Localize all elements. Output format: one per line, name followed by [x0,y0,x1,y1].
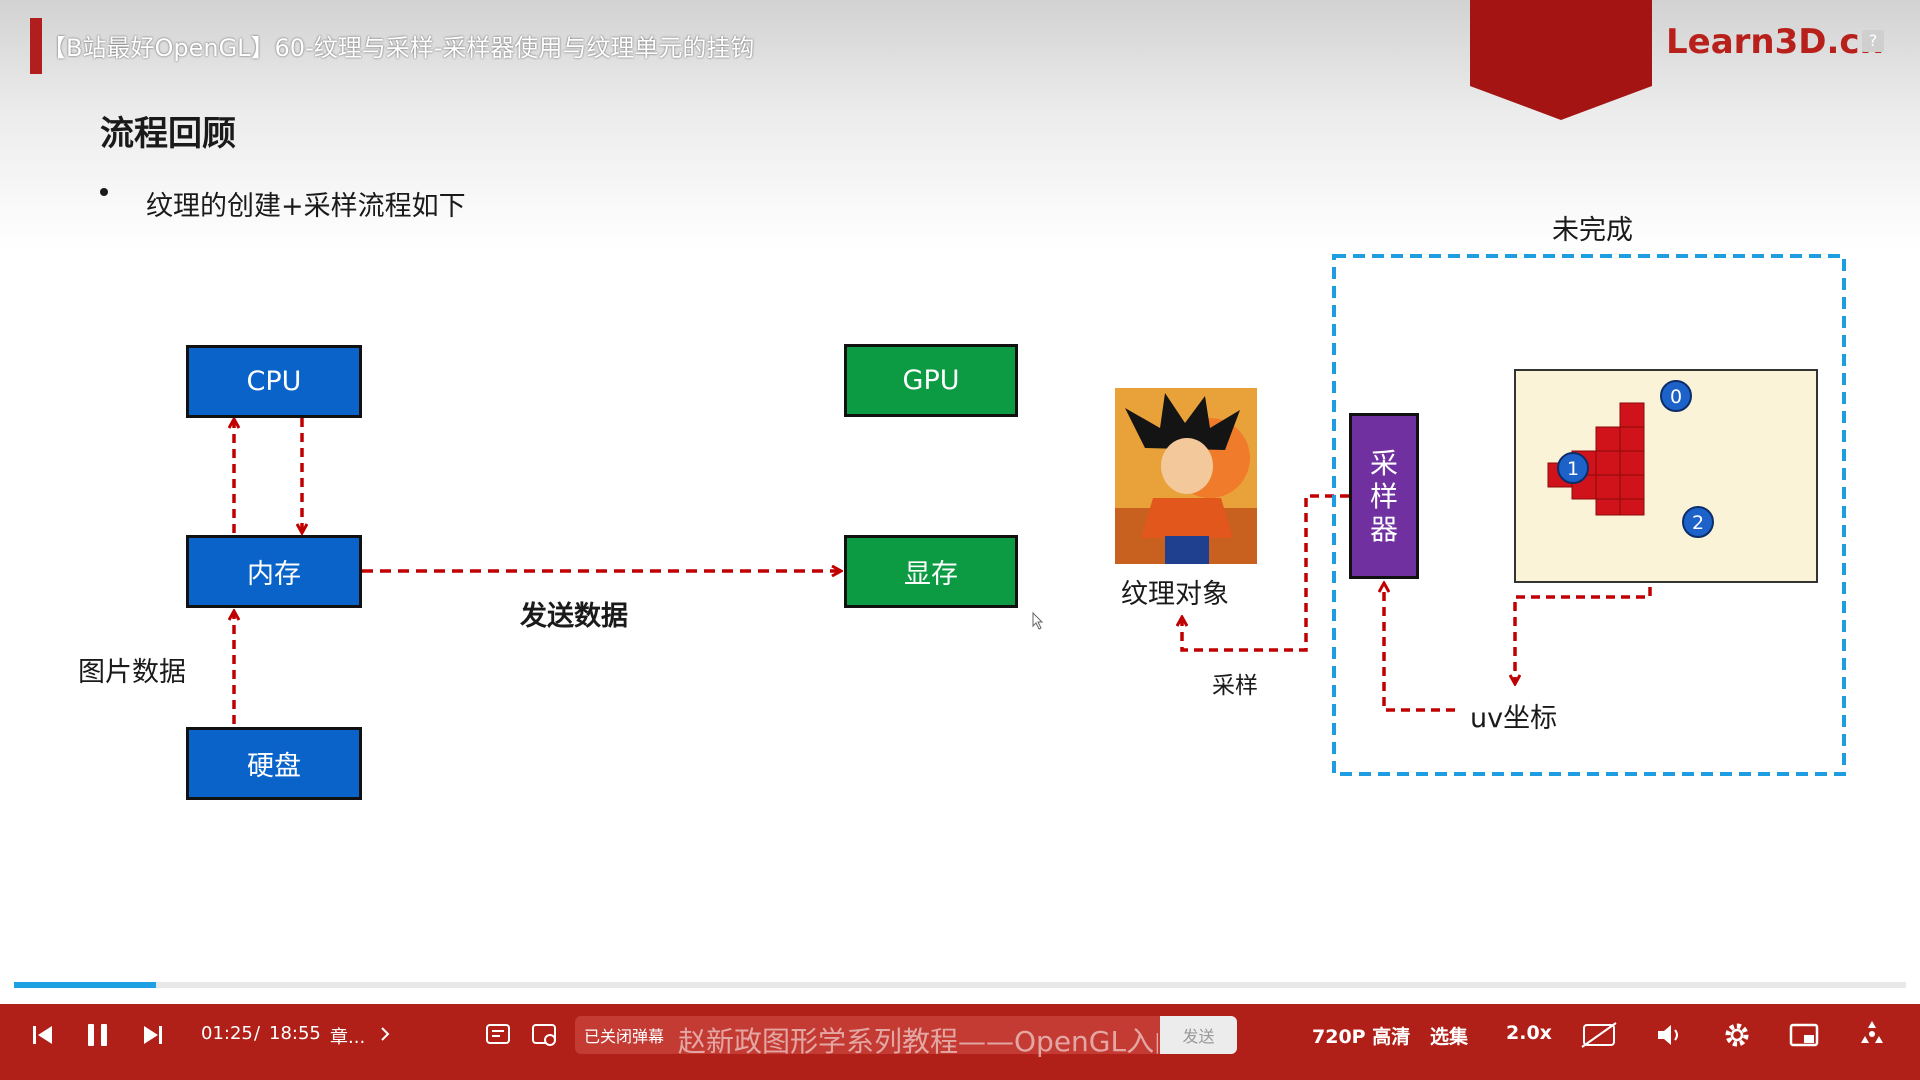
uv-to-sampler-arrow [1384,584,1455,712]
chapter-button[interactable]: 章... [330,1027,366,1048]
title-accent-bar [30,18,42,74]
progress-track[interactable] [14,982,1906,988]
previous-icon[interactable] [30,1022,56,1048]
picture-in-picture-icon[interactable] [1788,1020,1820,1050]
duration: 18:55 [269,1023,321,1044]
subtitle-off-icon[interactable] [1580,1020,1620,1050]
episodes-button[interactable]: 选集 [1430,1026,1469,1048]
image-data-label: 图片数据 [78,657,186,688]
mouse-cursor-icon [1032,612,1044,630]
uv-point-1: 1 [1557,452,1589,484]
pause-icon[interactable] [84,1020,112,1050]
danmaku-toggle-icon[interactable] [484,1020,514,1048]
progress-fill [14,982,156,988]
logo-banner-chevron [1470,86,1652,120]
bullet-dot [100,188,108,196]
vram-box: 显存 [844,535,1018,608]
svg-text:0: 0 [1670,386,1682,408]
help-icon[interactable]: ? [1862,30,1884,52]
logo-banner [1470,0,1652,86]
sample-label: 采样 [1212,673,1258,699]
unfinished-frame [1332,254,1846,776]
unfinished-label: 未完成 [1552,215,1633,246]
uv-coordinate-label: uv坐标 [1470,703,1558,734]
fullscreen-icon[interactable] [1856,1018,1888,1050]
svg-text:1: 1 [1567,458,1579,480]
time-separator: / [254,1023,261,1044]
texture-object-label: 纹理对象 [1121,579,1229,610]
volume-icon[interactable] [1654,1020,1684,1050]
danmaku-input-box[interactable] [575,1016,1237,1054]
gpu-box: GPU [844,344,1018,417]
next-icon[interactable] [140,1022,166,1048]
sampler-box: 采样器 [1349,413,1419,579]
site-logo: Learn3D.cn [1666,22,1884,62]
svg-text:2: 2 [1692,512,1704,534]
settings-gear-icon[interactable] [1722,1020,1752,1050]
send-data-label: 发送数据 [520,601,628,632]
section-heading: 流程回顾 [100,114,236,154]
cpu-box: CPU [186,345,362,418]
danmaku-send-button[interactable]: 发送 [1160,1016,1237,1054]
sampler-to-texture-arrow [1182,494,1349,652]
quality-button[interactable]: 720P 高清 [1312,1026,1411,1048]
uv-panel-to-uv-arrow [1515,512,1652,683]
danmaku-input-text[interactable]: 赵新政图形学系列教程——OpenGL入门 [678,1025,1158,1058]
current-time: 01:25 [201,1023,253,1044]
chevron-right-icon[interactable] [378,1026,392,1042]
danmaku-status[interactable]: 已关闭弹幕 [584,1027,665,1046]
texture-image [1115,388,1257,564]
memory-box: 内存 [186,535,362,608]
speed-button[interactable]: 2.0x [1506,1022,1552,1044]
uv-pixel-grid: 0 1 2 [1547,380,1714,538]
danmaku-settings-icon[interactable] [530,1020,560,1048]
video-title: 【B站最好OpenGL】60-纹理与采样-采样器使用与纹理单元的挂钩 [42,34,755,62]
bullet-text: 纹理的创建+采样流程如下 [146,191,466,222]
uv-point-2: 2 [1682,506,1714,538]
uv-point-0: 0 [1660,380,1692,412]
disk-box: 硬盘 [186,727,362,800]
